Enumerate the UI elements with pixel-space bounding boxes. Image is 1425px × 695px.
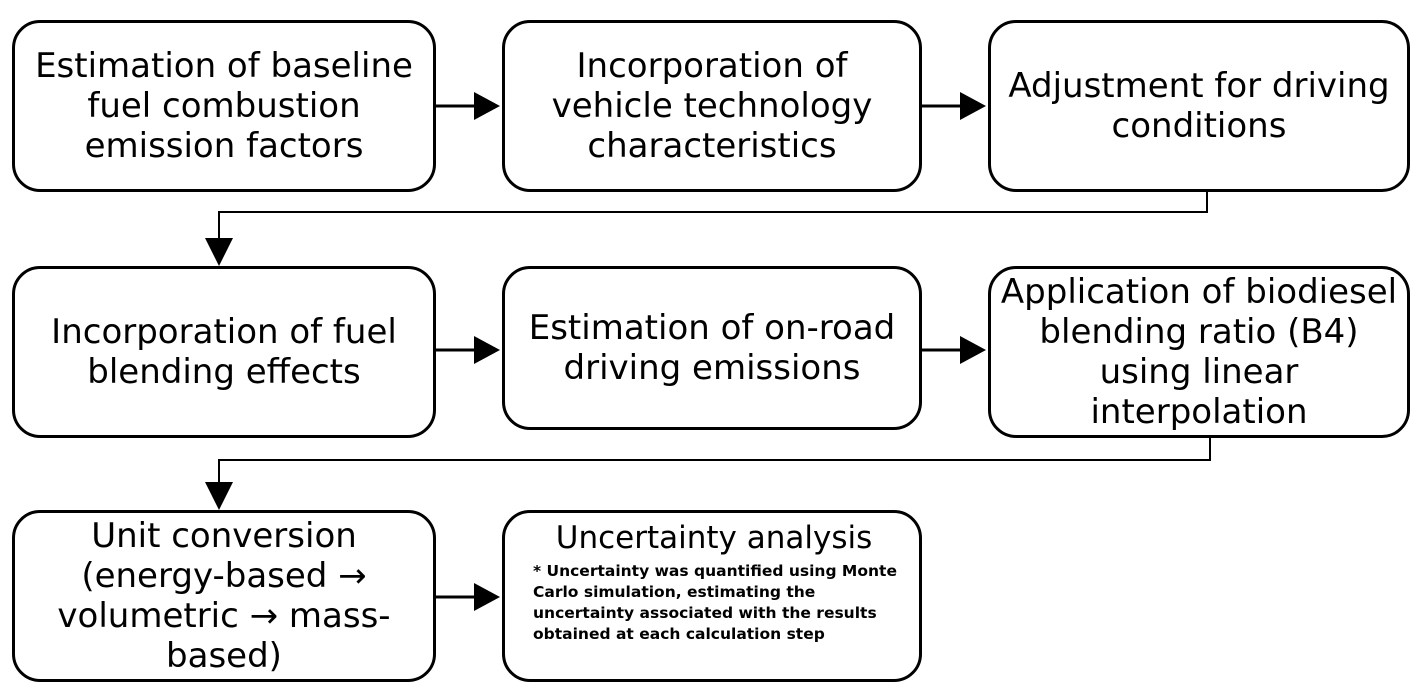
arrow-b3-b4 <box>205 192 1208 266</box>
step-label: Estimation of baseline fuel combustion e… <box>35 46 413 166</box>
step-note: * Uncertainty was quantified using Monte… <box>533 562 897 643</box>
step-unit-conversion: Unit conversion (energy-based → volumetr… <box>12 510 436 682</box>
arrow-b2-b3 <box>922 92 986 120</box>
arrow-b5-b6 <box>922 336 986 364</box>
step-title: Uncertainty analysis <box>555 520 873 556</box>
step-label: Estimation of on-road driving emissions <box>528 308 896 388</box>
step-vehicle-technology: Incorporation of vehicle technology char… <box>502 20 922 192</box>
arrow-b6-b7 <box>205 438 1211 510</box>
arrow-b7-b8 <box>436 583 500 611</box>
step-baseline-emission-factors: Estimation of baseline fuel combustion e… <box>12 20 436 192</box>
step-biodiesel-blending-ratio: Application of biodiesel blending ratio … <box>988 266 1410 438</box>
step-label: Application of biodiesel blending ratio … <box>1000 272 1398 432</box>
step-uncertainty-analysis: Uncertainty analysis * Uncertainty was q… <box>502 510 922 682</box>
step-label: Incorporation of vehicle technology char… <box>551 46 873 166</box>
step-driving-conditions: Adjustment for driving conditions <box>988 20 1410 192</box>
arrow-b4-b5 <box>436 336 500 364</box>
step-label: Incorporation of fuel blending effects <box>51 312 397 392</box>
step-on-road-emissions: Estimation of on-road driving emissions <box>502 266 922 430</box>
arrow-b1-b2 <box>436 92 500 120</box>
step-fuel-blending-effects: Incorporation of fuel blending effects <box>12 266 436 438</box>
step-label: Adjustment for driving conditions <box>1008 66 1390 146</box>
step-label: Unit conversion (energy-based → volumetr… <box>57 516 391 676</box>
